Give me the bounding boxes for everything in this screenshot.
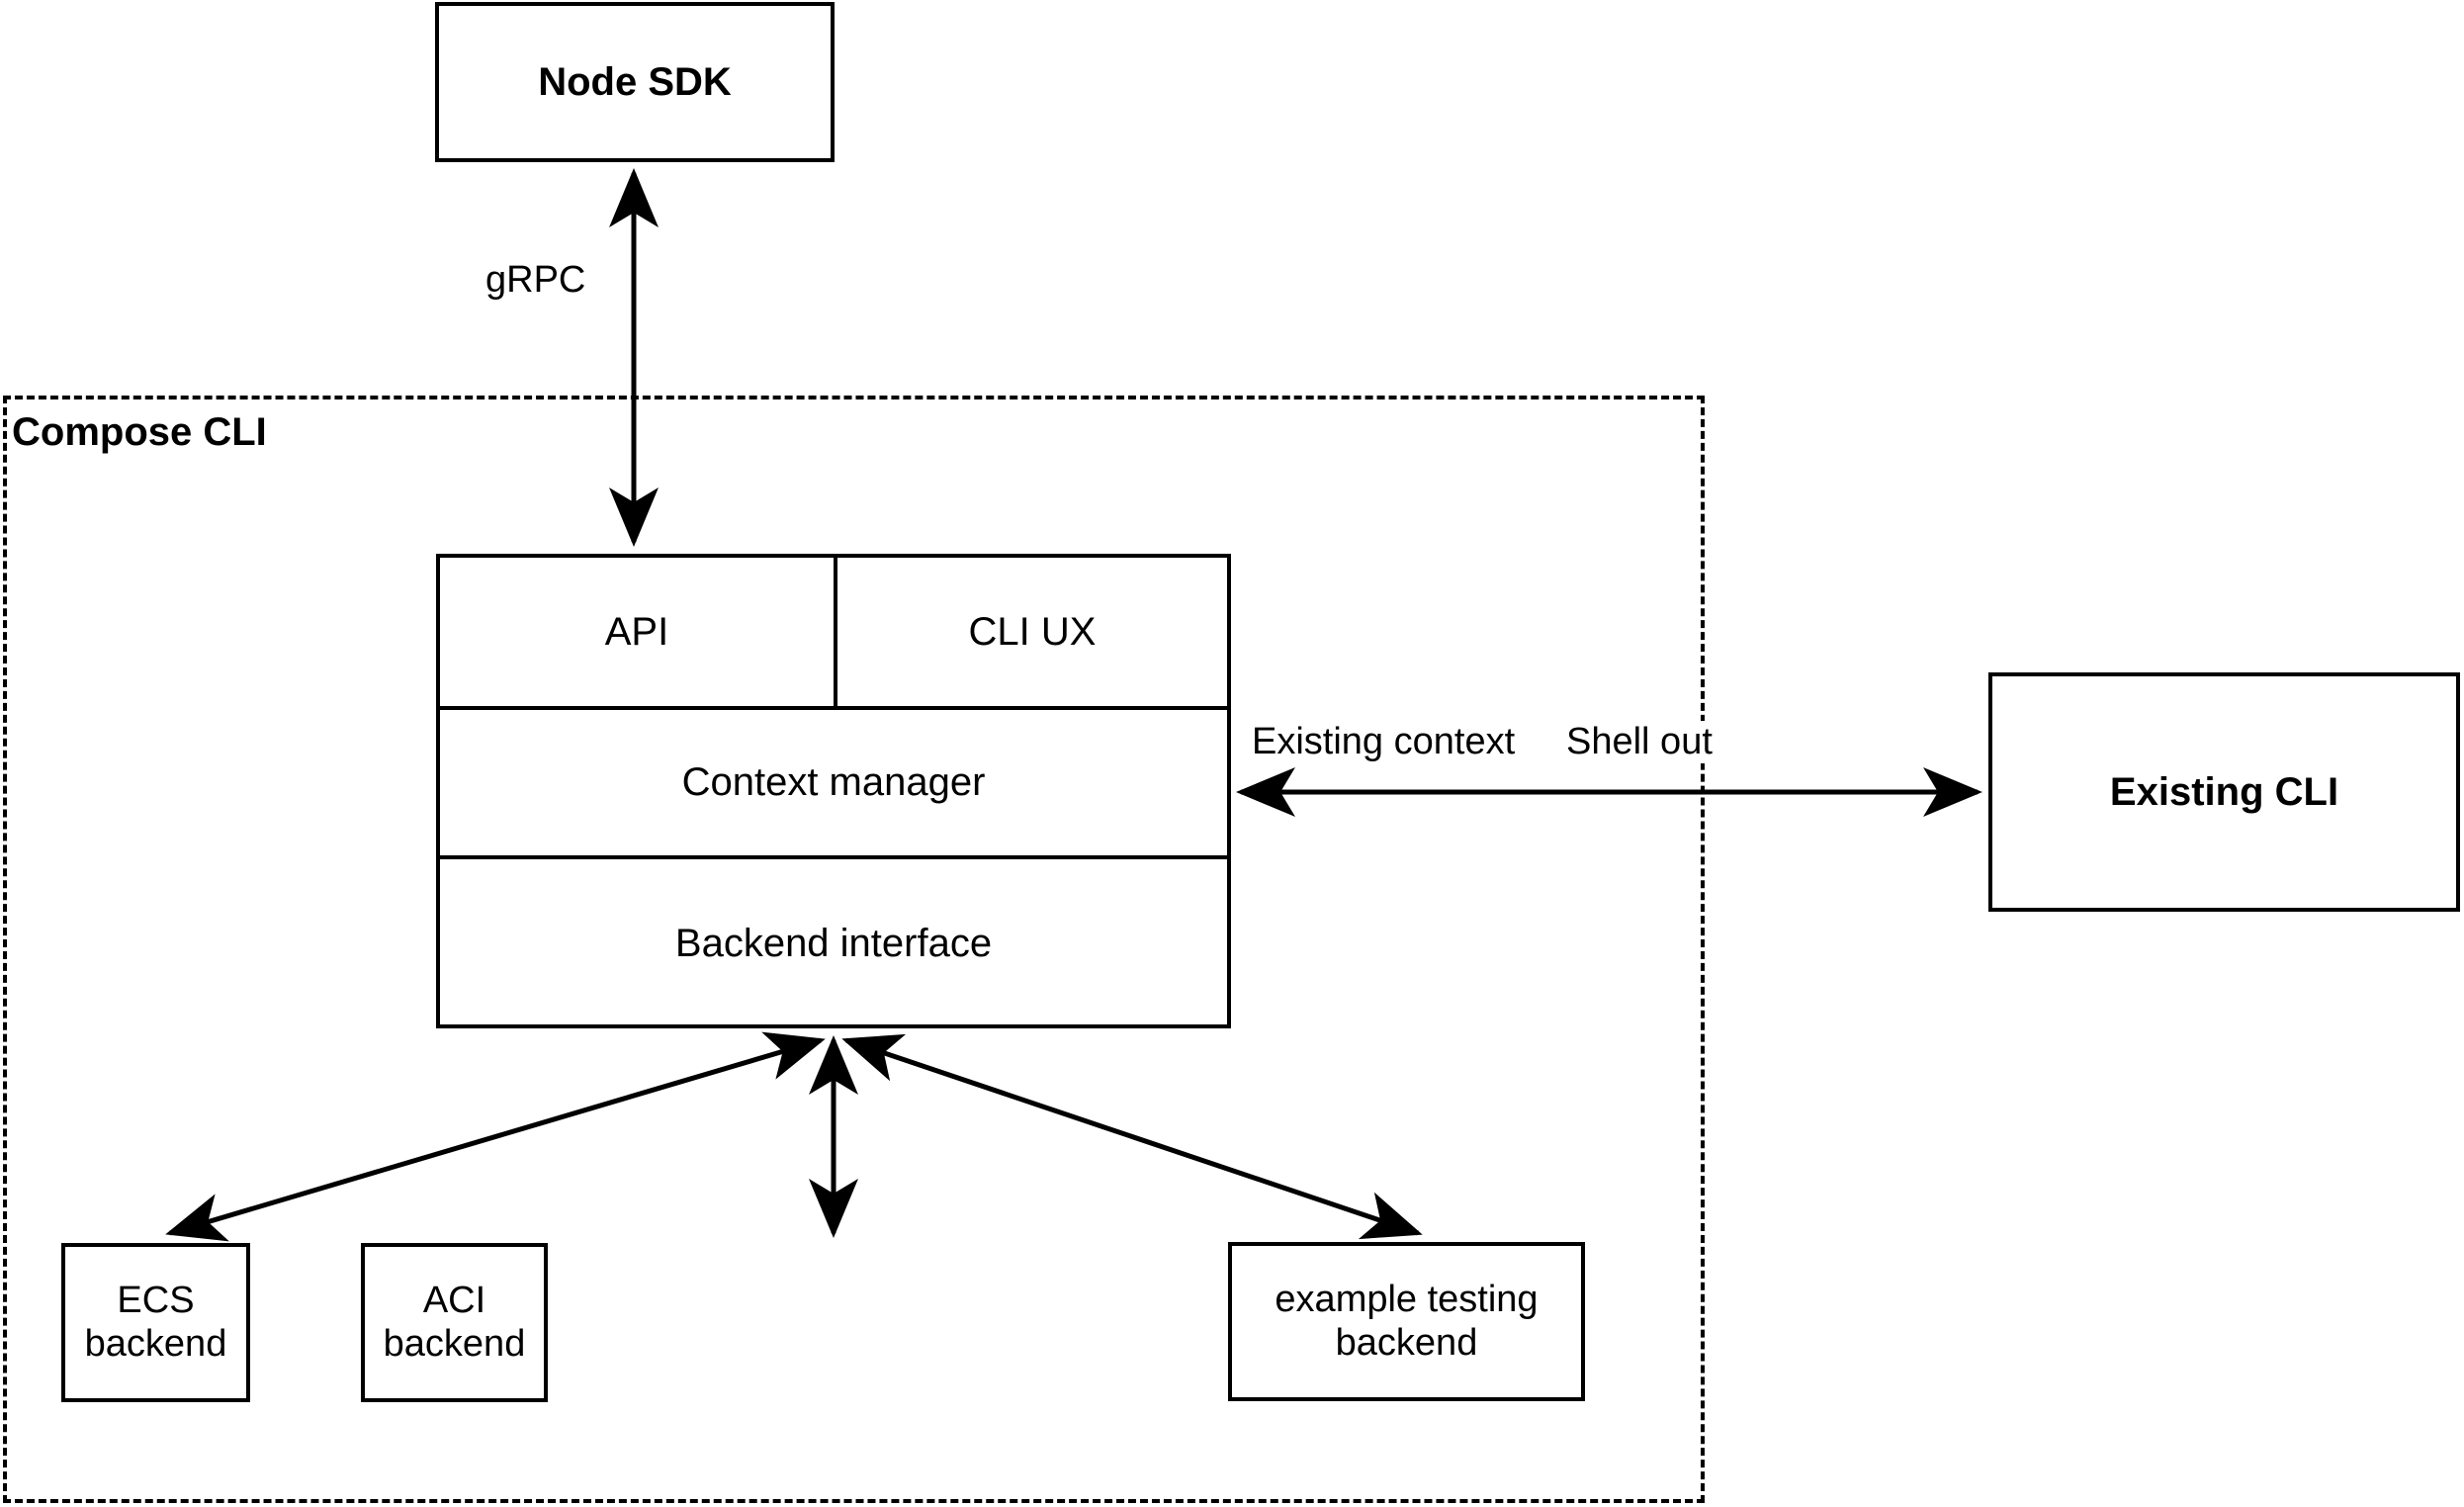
node-cli-ux[interactable]: CLI UX [837,558,1227,706]
edge-label-existing-context: Existing context [1248,721,1520,763]
node-api-label: API [604,609,669,654]
node-context-manager-label: Context manager [681,760,986,804]
node-example-testing-backend-label: example testing backend [1275,1278,1539,1364]
node-ecs-backend[interactable]: ECS backend [61,1243,250,1402]
stack-row-api-cliux: API CLI UX [440,558,1227,706]
node-node-sdk[interactable]: Node SDK [435,2,835,162]
node-existing-cli-label: Existing CLI [2109,770,2339,814]
group-compose-cli-title: Compose CLI [12,410,267,454]
node-example-testing-backend[interactable]: example testing backend [1228,1242,1585,1401]
group-compose-cli [3,396,1705,1503]
node-existing-cli[interactable]: Existing CLI [1988,672,2460,912]
edge-backend-ecs [165,1031,826,1242]
edge-backend-example [841,1033,1423,1240]
node-context-manager[interactable]: Context manager [440,706,1227,855]
node-backend-interface[interactable]: Backend interface [440,855,1227,1028]
node-compose-cli-stack: API CLI UX Context manager Backend inter… [436,554,1231,1028]
node-ecs-backend-label: ECS backend [84,1279,227,1365]
edge-label-grpc: gRPC [482,259,590,302]
node-node-sdk-label: Node SDK [538,60,732,104]
node-api[interactable]: API [440,558,837,706]
node-cli-ux-label: CLI UX [968,609,1097,654]
node-aci-backend[interactable]: ACI backend [361,1243,548,1402]
node-aci-backend-label: ACI backend [383,1279,526,1365]
node-backend-interface-label: Backend interface [674,922,993,965]
edge-label-shell-out: Shell out [1562,721,1716,763]
